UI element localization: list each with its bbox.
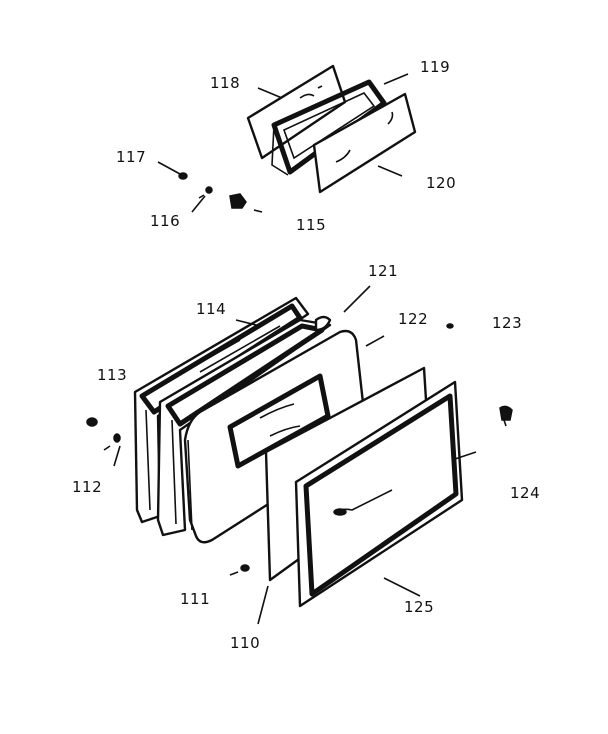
label-112: 112 [72, 478, 102, 496]
label-114: 114 [196, 300, 226, 318]
label-119: 119 [420, 58, 450, 76]
part-119-glass-frame [271, 79, 387, 176]
label-110: 110 [230, 634, 260, 652]
part-123-screw [446, 323, 454, 329]
label-111: 111 [180, 590, 210, 608]
label-117: 117 [116, 148, 146, 166]
label-124: 124 [510, 484, 540, 502]
label-125: 125 [404, 598, 434, 616]
part-117-screw [178, 172, 188, 180]
label-123: 123 [492, 314, 522, 332]
part-113-screw [86, 417, 98, 427]
label-116: 116 [150, 212, 180, 230]
part-116-screw [198, 186, 213, 199]
part-112-screw [103, 433, 121, 451]
label-115: 115 [296, 216, 326, 234]
label-118: 118 [210, 74, 240, 92]
part-124-screw [499, 405, 513, 427]
leader-lines [113, 73, 477, 625]
label-113: 113 [97, 366, 127, 384]
part-115-clip [229, 193, 263, 213]
label-120: 120 [426, 174, 456, 192]
part-125-outer-glass-frame [294, 380, 464, 608]
label-121: 121 [368, 262, 398, 280]
part-120-glass-panel [312, 92, 417, 194]
label-122: 122 [398, 310, 428, 328]
part-111-screw [229, 564, 250, 576]
